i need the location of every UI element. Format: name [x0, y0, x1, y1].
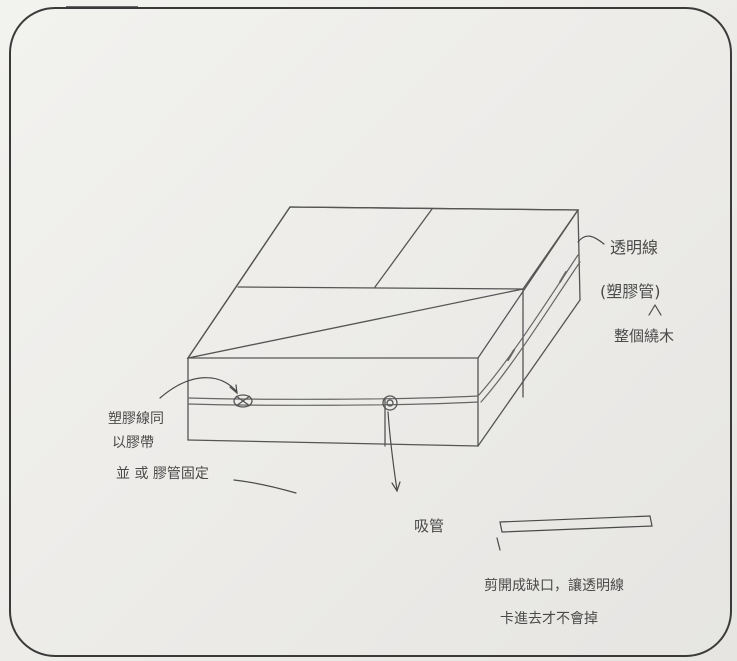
label-left-line3: 並 或 膠管固定	[116, 466, 209, 482]
label-left-line2: 以膠帶	[112, 435, 154, 451]
block-top-face	[186, 206, 580, 359]
label-top-right: 透明線 (塑膠管) 整個繞木	[600, 238, 674, 345]
label-bottom: 剪開成缺口，讓透明線 卡進去才不會掉	[484, 577, 624, 627]
tape-knot-left	[233, 394, 253, 408]
label-bottom-line1: 剪開成缺口，讓透明線	[484, 577, 624, 594]
label-bottom-line2: 卡進去才不會掉	[500, 611, 598, 627]
straw-knot-center	[382, 395, 398, 411]
block-front-face	[187, 357, 479, 447]
callout-arrows	[159, 235, 662, 551]
label-left: 塑膠線同 以膠帶 並 或 膠管固定	[108, 411, 209, 482]
label-straw: 吸管	[414, 517, 444, 535]
transparent-line	[187, 254, 581, 406]
label-left-line1: 塑膠線同	[108, 411, 164, 427]
label-top-right-line2: (塑膠管)	[600, 282, 661, 301]
label-top-right-line3: 整個繞木	[614, 327, 674, 345]
block-side-face	[477, 209, 581, 447]
drawing-frame	[9, 7, 732, 657]
label-top-right-line1: 透明線	[610, 238, 658, 257]
